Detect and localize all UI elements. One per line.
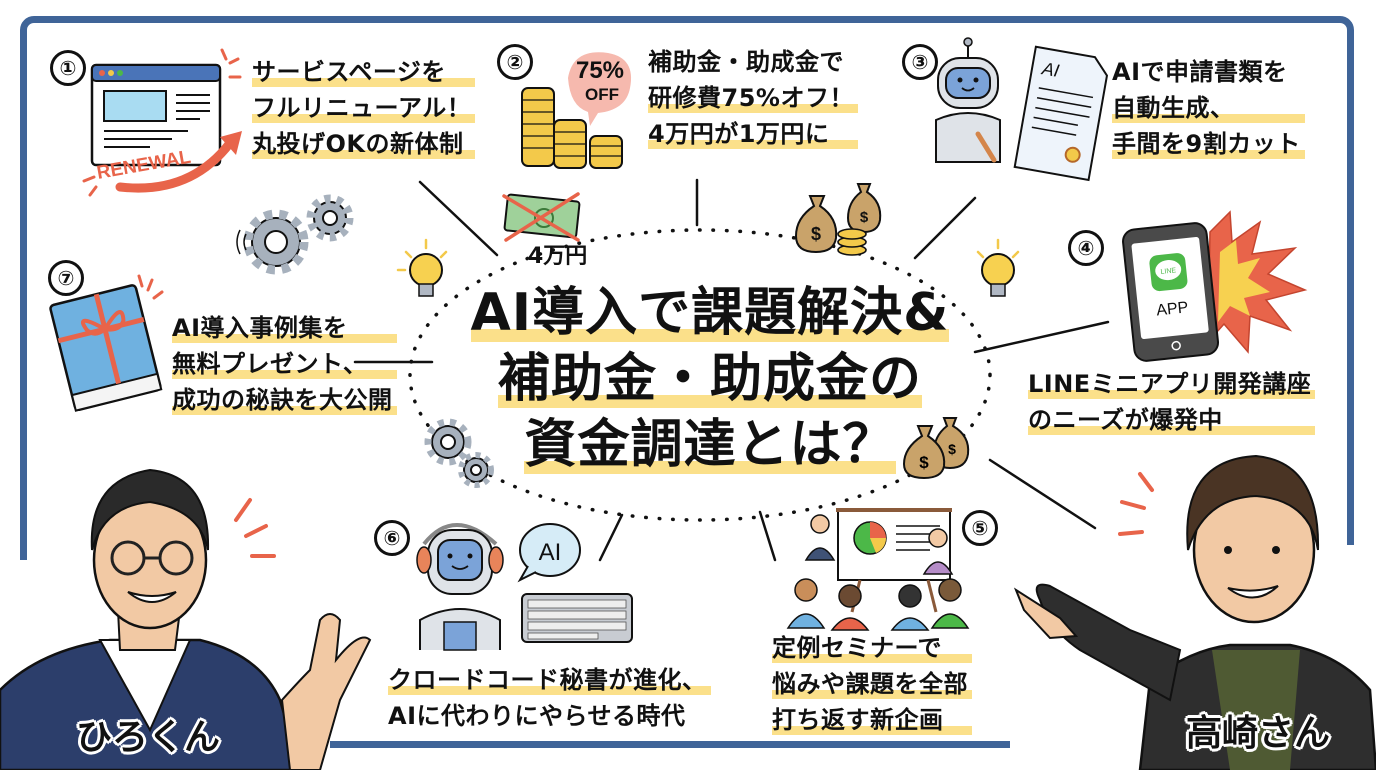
item-number-3: ③ [902,44,938,80]
gears-icon [236,194,354,275]
item-number-4: ④ [1068,230,1104,266]
svg-text:AI: AI [539,539,562,566]
smartphone-line-app-icon: LINE APP [1122,210,1308,362]
svg-text:$: $ [811,224,821,244]
person-name-right: 高崎さん [1186,713,1331,754]
item-7-caption: AI導入事例集を 無料プレゼント、 成功の秘訣を大公開 [172,310,397,418]
svg-text:$: $ [860,209,869,226]
svg-text:LINE: LINE [1160,267,1177,276]
item-6-caption: クロードコード秘書が進化、 AIに代わりにやらせる時代 [388,662,711,734]
caption-line: 悩みや課題を全部 [772,666,972,702]
hand-drawn-frame [20,16,1354,748]
caption-line: LINEミニアプリ開発講座 [1028,366,1316,402]
caption-line: 補助金・助成金で [648,48,844,76]
person-hirokun-illustration [0,468,372,770]
caption-line: 成功の秘訣を大公開 [172,382,397,418]
svg-text:OFF: OFF [585,85,619,104]
robot-headset-keyboard-icon: AI [416,523,633,651]
item-5-caption: 定例セミナーで 悩みや課題を全部 打ち返す新企画 [772,630,972,738]
title-line-3: 資金調達とは？ [524,412,896,478]
money-bag-icon: $ $ [794,183,882,256]
item-number-1: ① [50,50,86,86]
caption-line: AIに代わりにやらせる時代 [388,702,686,730]
item-2-caption: 補助金・助成金で 研修費75%オフ！ 4万円が1万円に [648,44,858,152]
caption-line: 研修費75%オフ！ [648,80,858,116]
item-3-caption: AIで申請書類を 自動生成、 手間を9割カット [1112,54,1305,162]
seminar-presentation-icon [786,508,970,631]
svg-text:$: $ [948,441,956,457]
caption-line: サービスページを [252,54,476,90]
svg-text:APP: APP [1156,299,1190,319]
item-number-7: ⑦ [48,260,84,296]
caption-line: AI導入事例集を [172,310,397,346]
item-4-caption: LINEミニアプリ開発講座 のニーズが爆発中 [1028,366,1316,438]
caption-line: クロードコード秘書が進化、 [388,662,711,698]
caption-line: 定例セミナーで [772,630,972,666]
person-name-left: ひろくん [76,717,221,758]
caption-line: 丸投げOKの新体制 [252,126,476,162]
caption-line: 4万円が1万円に [648,116,858,152]
item-number-5: ⑤ [962,510,998,546]
svg-text:AI: AI [1040,58,1061,81]
browser-window-renewal-icon: RENEWAL [82,48,242,197]
crossed-banknote-icon [502,192,581,242]
caption-line: のニーズが爆発中 [1028,402,1316,438]
lightbulb-icon [396,238,448,297]
lightbulb-icon [976,238,1020,297]
person-takasaki-illustration [1013,454,1376,770]
gift-book-icon [49,274,164,412]
caption-line: フルリニューアル！ [252,90,476,126]
svg-text:75%: 75% [576,57,624,84]
coin-stack-icon: 75% OFF [521,52,632,169]
caption-line: 打ち返す新企画 [772,702,972,738]
caption-line: 無料プレゼント、 [172,346,397,382]
crossed-amount-label: 4万円 [528,244,588,269]
item-number-6: ⑥ [374,520,410,556]
svg-text:$: $ [919,453,929,472]
money-bag-icon: $ $ [902,417,970,480]
caption-line: 自動生成、 [1112,90,1305,126]
title-line-1: AI導入で課題解決& [470,280,950,346]
robot-document-icon: AI [935,37,1109,182]
item-number-2: ② [497,44,533,80]
item-1-caption: サービスページを フルリニューアル！ 丸投げOKの新体制 [252,54,476,162]
caption-line: AIで申請書類を [1112,58,1288,86]
gears-icon [424,418,494,488]
title-line-2: 補助金・助成金の [497,346,922,412]
main-title: AI導入で課題解決& 補助金・助成金の 資金調達とは？ [450,280,970,478]
caption-line: 手間を9割カット [1112,126,1305,162]
